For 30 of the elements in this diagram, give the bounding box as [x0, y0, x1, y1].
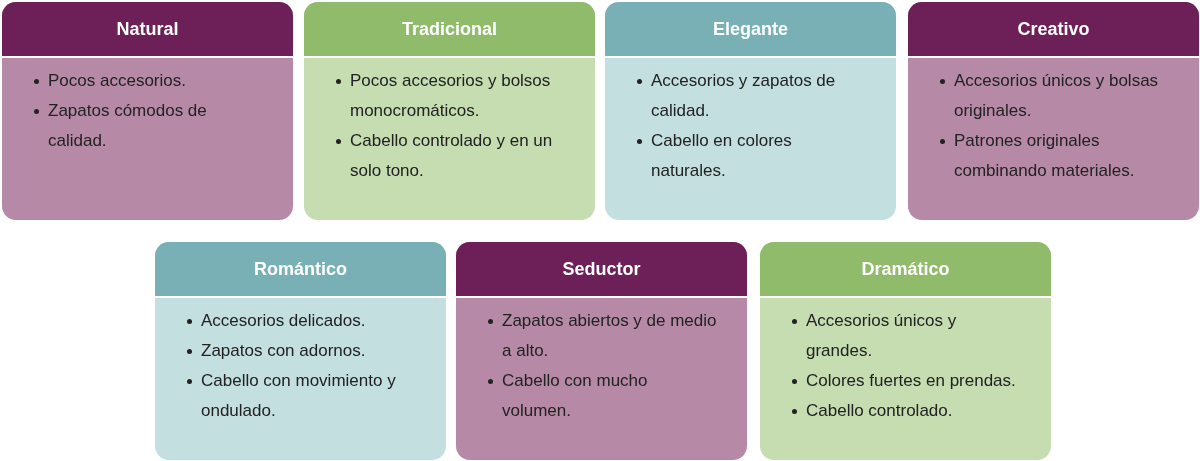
style-card — [760, 242, 1051, 460]
bullet-text: Zapatos abiertos y de medio a alto. — [502, 311, 717, 360]
bullet-text: Accesorios únicos y bolsas originales. — [954, 71, 1159, 120]
bullet-text: Zapatos cómodos de calidad. — [48, 101, 207, 150]
card-header: Tradicional — [304, 2, 595, 58]
bullet-text: Accesorios y zapatos de calidad. — [651, 71, 836, 120]
style-card — [304, 2, 595, 220]
card-header: Natural — [2, 2, 293, 58]
card-header: Dramático — [760, 242, 1051, 298]
style-card — [605, 2, 896, 220]
bullet-text: Patrones originales combinando materiales. — [954, 131, 1135, 180]
card-header: Elegante — [605, 2, 896, 58]
style-card — [2, 2, 293, 220]
bullet-text: Pocos accesorios. — [48, 71, 186, 90]
bullet-text: Zapatos con adornos. — [201, 341, 366, 360]
bullet-text: Colores fuertes en prendas. — [806, 371, 1016, 390]
bullet-text: Cabello controlado. — [806, 401, 953, 420]
card-header: Romántico — [155, 242, 446, 298]
bullet-text: Cabello controlado y en un solo tono. — [350, 131, 553, 180]
bullet-text: Cabello en colores naturales. — [651, 131, 792, 180]
card-header: Seductor — [456, 242, 747, 298]
style-card — [456, 242, 747, 460]
style-card — [155, 242, 446, 460]
card-header: Creativo — [908, 2, 1199, 58]
style-card — [908, 2, 1199, 220]
bullet-text: Accesorios únicos y grandes. — [806, 311, 957, 360]
bullet-text: Cabello con mucho volumen. — [502, 371, 648, 420]
bullet-text: Accesorios delicados. — [201, 311, 366, 330]
bullet-text: Cabello con movimiento y ondulado. — [201, 371, 396, 420]
bullet-text: Pocos accesorios y bolsos monocromáticos. — [350, 71, 551, 120]
